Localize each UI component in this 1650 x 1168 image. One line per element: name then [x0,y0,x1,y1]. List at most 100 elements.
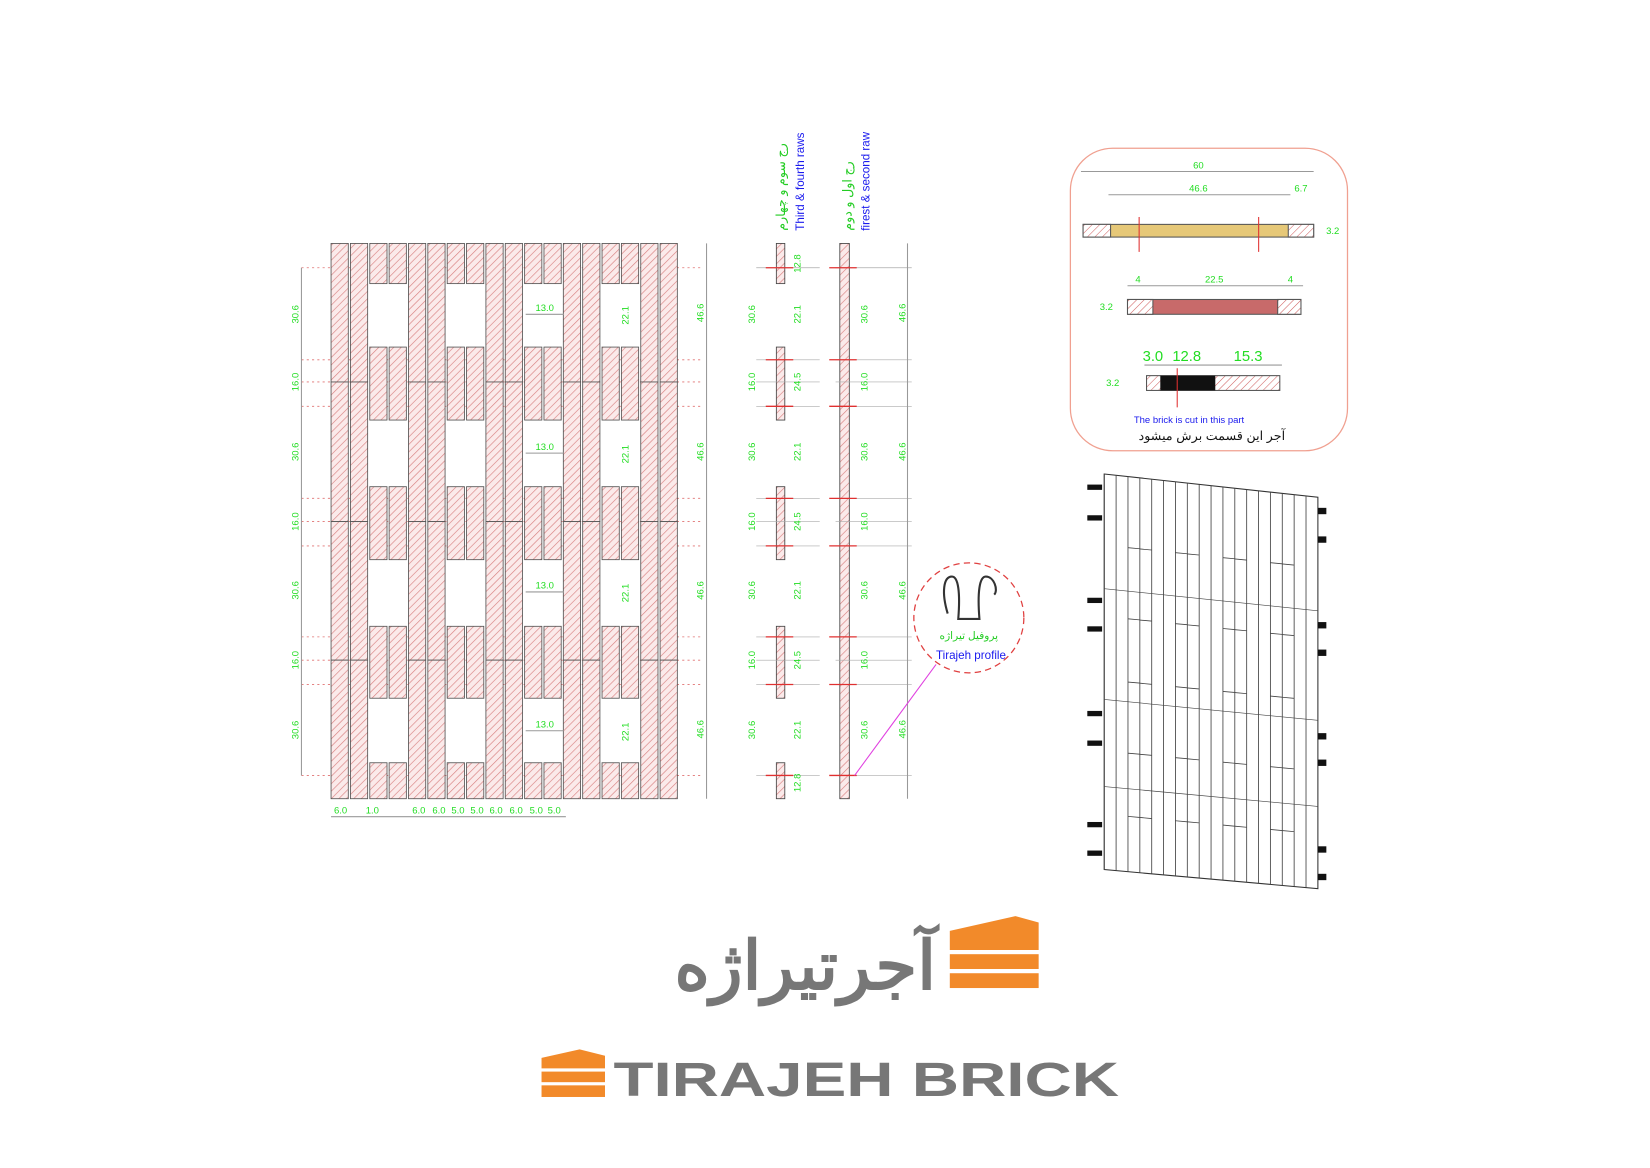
iso-joint [1187,624,1199,627]
section-a-left-dim: 16.0 [747,512,758,531]
brick [524,625,543,699]
brick [659,659,678,800]
brick [582,659,601,800]
brick [349,381,369,523]
section-a-right-dim: 22.1 [793,305,804,324]
section-a-right-dim: 22.1 [793,443,804,462]
brick [620,346,640,421]
brick [408,242,427,383]
brick [620,243,640,285]
iso-joint [1139,817,1152,819]
iso-joint [1222,824,1235,827]
anchor-bracket [1317,759,1327,766]
dim-total: 60 [1193,160,1204,171]
brick [388,243,407,285]
dim-inner: 46.6 [1189,184,1208,195]
iso-joint [1187,553,1199,556]
anchor-bracket [1317,846,1327,853]
section-a-left-dim: 30.6 [747,721,758,740]
brick [620,486,640,561]
brick [640,521,659,661]
brick [659,381,678,523]
brick [427,521,446,661]
gap-width-label: 13.0 [535,581,554,592]
anchor-bracket [1317,536,1327,543]
section-a-title-en: Third & fourth raws [794,132,807,230]
brick [369,243,388,285]
anchor-bracket [1317,622,1327,629]
brick [524,346,543,421]
brick [620,762,640,800]
brick [504,381,523,523]
note-en: The brick is cut in this part [1134,415,1245,426]
iso-joint [1139,548,1152,551]
iso-course [1104,699,1318,721]
dim-a: 4 [1135,275,1140,286]
section-brick [775,625,786,699]
profile-label-fa: پروفیل تیراژه [940,630,999,642]
iso-joint [1127,618,1140,621]
gap-width-label: 13.0 [535,442,554,453]
section-a-right-dim: 22.1 [793,581,804,600]
brick [582,242,601,383]
profile-callout: پروفیل تیراژه Tirajeh profile [854,562,1025,776]
profile-label-en: Tirajeh profile [936,649,1006,662]
iso-joint [1187,821,1199,824]
logo-name-fa: آجرتیراژه [674,922,940,1007]
left-dim-label: 16.0 [290,651,301,670]
iso-joint [1139,753,1152,756]
brick [562,381,581,523]
section-a-left-dim: 30.6 [747,443,758,462]
section-a-left-dim: 16.0 [747,373,758,392]
bottom-dim-label: 5.0 [530,806,543,817]
dim-c: 4 [1288,275,1293,286]
gap-height-label: 22.1 [620,584,631,603]
section-brick [775,243,786,285]
iso-joint [1222,628,1235,630]
brick [330,242,349,383]
anchor-bracket [1087,850,1103,856]
brick [601,243,620,285]
dim-thickness-3: 3.2 [1106,378,1119,389]
iso-joint [1282,830,1294,833]
section-brick [775,486,786,561]
section-b-right-dim: 46.6 [897,720,908,739]
brick [640,242,659,383]
isometric-wall-view [1087,473,1327,890]
section-b-title-en: firest & second raw [859,131,872,230]
iso-joint [1270,632,1283,635]
iso-joint [1187,758,1199,761]
brick [388,346,407,421]
brick [562,521,581,661]
iso-joint [1139,619,1152,622]
anchor-bracket [1087,821,1103,828]
brick [524,486,543,561]
brick [543,243,562,285]
note-fa: آجر این قسمت برش میشود [1139,427,1287,444]
anchor-bracket [1087,597,1103,604]
iso-joint [1175,820,1188,823]
section-a-right-dim: 12.8 [793,254,804,273]
brick [349,242,369,383]
anchor-bracket [1087,710,1103,717]
section-a-title-fa: رج سوم و چهارم [774,143,789,231]
iso-joint [1282,767,1294,770]
brick [369,625,388,699]
section-a-left-dim: 30.6 [747,581,758,600]
section-a-right-dim: 22.1 [793,721,804,740]
brick [659,521,678,661]
section-a-right-dim: 12.8 [793,774,804,793]
brick [388,625,407,699]
iso-joint [1175,623,1188,626]
right-dim-label: 46.6 [695,581,706,600]
detail-panel: 60 46.6 6.7 3.2 4 22.5 4 3.2 3.0 12.8 15… [1069,147,1349,452]
dim-d: 3.0 [1143,349,1164,365]
brick [640,659,659,800]
anchor-bracket [1087,626,1103,632]
brick [466,625,485,699]
dim-thickness-2: 3.2 [1100,302,1113,313]
brick [369,346,388,421]
brick [562,242,581,383]
anchor-bracket [1087,740,1103,746]
bottom-dim-label: 6.0 [510,806,523,817]
